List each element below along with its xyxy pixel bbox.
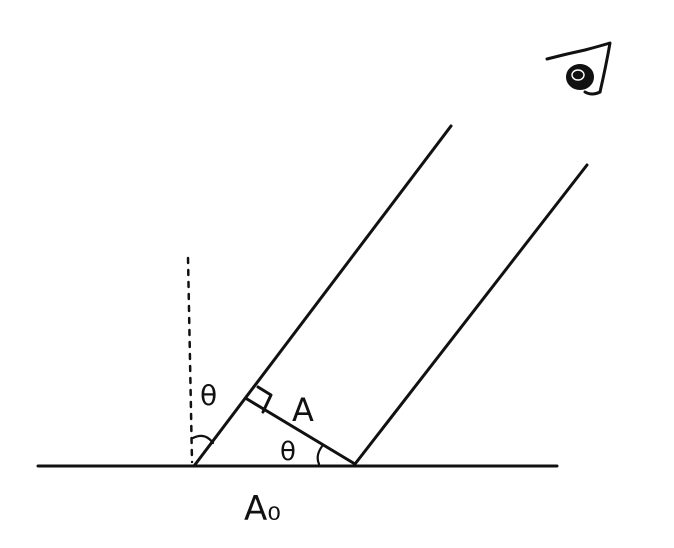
angle-label-upper: θ (200, 379, 217, 412)
right-angle-marker (256, 385, 273, 414)
ray-right (353, 163, 589, 466)
area-label-a: A (292, 391, 314, 429)
angle-arc-upper (191, 434, 215, 445)
angle-label-lower: θ (280, 437, 296, 467)
surface-normal-line (186, 256, 194, 464)
area-label-a0: A₀ (244, 489, 281, 529)
ray-left (192, 124, 453, 468)
angle-arc-lower (316, 443, 325, 466)
eye-icon (545, 41, 612, 96)
